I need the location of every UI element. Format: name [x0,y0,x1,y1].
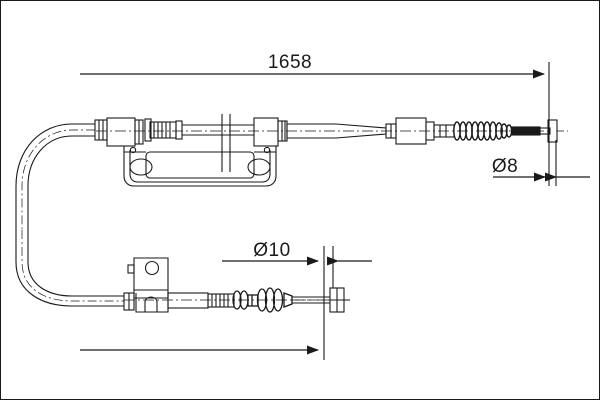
bracket-plate-inner [129,150,271,183]
lower-cable-assembly [15,230,350,313]
dimension-diameter-10 [222,246,372,290]
dimension-diameter-8 [493,140,590,186]
lower-tab-hole [144,260,160,276]
upper-cable-inner-wall [27,135,95,230]
bracket-plate [123,146,277,187]
lower-cable-inner-wall [27,230,124,297]
dimension-d10-label: Ø10 [253,240,290,261]
lower-cable-outer-wall [15,230,124,307]
dimension-d8-label: Ø8 [492,156,518,177]
lower-ribbed-section [207,293,235,308]
bracket-rivet-right [263,146,271,154]
upper-cable-outer-wall [15,123,95,230]
upper-tube-mid [182,124,254,136]
upper-cable-assembly [15,114,568,230]
adjuster-collar-right [175,120,183,140]
dimension-lower-length [80,290,325,360]
dimension-overall-length [80,62,550,186]
bracket-hole-left [129,158,153,176]
adjuster-collar-left [144,118,152,142]
dimension-1658-label: 1658 [268,52,312,73]
bracket-rivet-left [129,146,137,154]
upper-cable-centerline [21,129,95,230]
bracket-hole-right [247,158,271,176]
lower-tab-lug [127,264,135,274]
bracket-frame-window [145,151,255,179]
